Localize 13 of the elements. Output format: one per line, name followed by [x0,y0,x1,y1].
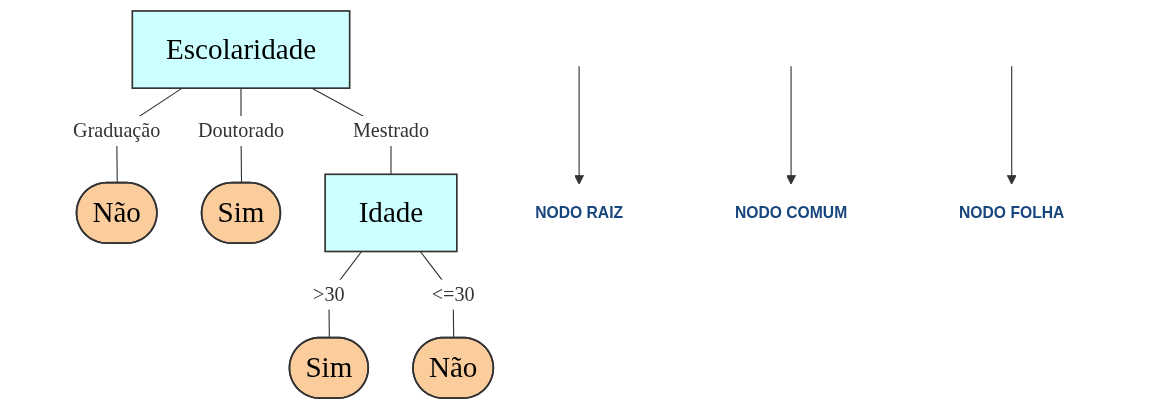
arrow [1006,65,1017,185]
node-text: NODO COMUM [734,203,848,222]
edge-label: Graduação [73,119,161,142]
arrow [786,65,796,185]
node-text: NODO FOLHA [959,203,1065,222]
arrow [574,65,585,185]
edge-label: Doutorado [197,119,285,142]
edge-label: >30 [313,282,345,306]
node-box: Idade [324,173,458,253]
edge-label: Mestrado [352,119,430,142]
node-box: Escolaridade [131,10,351,89]
edge-label: <=30 [431,282,475,306]
node-text: NODO RAIZ [535,203,624,222]
